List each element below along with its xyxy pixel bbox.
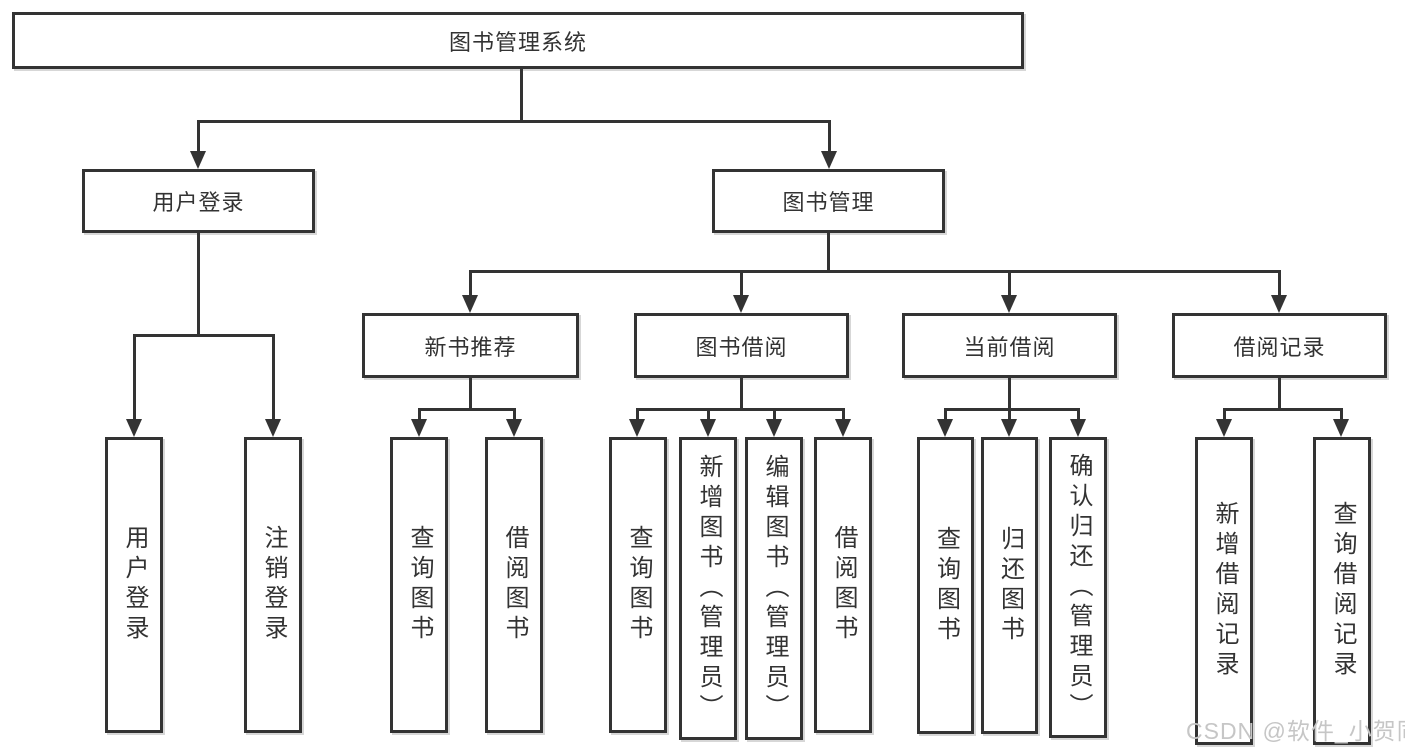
connector-current-borrowing-bar [944, 408, 1080, 411]
leaf-query-books-current: 查询图书 [917, 437, 974, 734]
leaf-add-books-admin: 新增图书（管理员） [679, 437, 737, 740]
leaf-query-borrow-record: 查询借阅记录 [1313, 437, 1371, 745]
connector-leaf [636, 408, 639, 421]
node-borrowing-records: 借阅记录 [1172, 313, 1387, 378]
connector-current-borrowing-stem [1008, 377, 1011, 410]
connector-to-current-borrowing [1008, 270, 1011, 297]
connector-leaf [418, 408, 421, 421]
arrowhead-down [821, 151, 837, 169]
arrowhead-down [506, 419, 522, 437]
connector-leaf [1223, 408, 1226, 421]
connector-leaf [707, 408, 710, 421]
connector-leaf [1077, 408, 1080, 421]
node-current-borrowing: 当前借阅 [902, 313, 1117, 378]
leaf-borrow-books-recommend: 借阅图书 [485, 437, 543, 733]
connector-to-leaf-user-login [133, 334, 136, 420]
connector-book-management-stem [827, 232, 830, 272]
leaf-query-books-recommend: 查询图书 [390, 437, 448, 733]
arrowhead-down [126, 419, 142, 437]
connector-leaf [944, 408, 947, 421]
leaf-edit-books-admin: 编辑图书（管理员） [745, 437, 803, 740]
arrowhead-down [733, 295, 749, 313]
leaf-add-borrow-record: 新增借阅记录 [1195, 437, 1253, 745]
node-user-login: 用户登录 [82, 169, 315, 233]
leaf-return-books: 归还图书 [981, 437, 1038, 734]
arrowhead-down [937, 419, 953, 437]
arrowhead-down [835, 419, 851, 437]
leaf-confirm-return-admin: 确认归还（管理员） [1049, 437, 1107, 738]
connector-to-book-borrowing [740, 270, 743, 297]
connector-leaf [513, 408, 516, 421]
leaf-query-books-borrowing: 查询图书 [609, 437, 667, 733]
connector-leaf [1008, 408, 1011, 421]
connector-to-borrowing-records [1278, 270, 1281, 297]
arrowhead-down [1216, 419, 1232, 437]
arrowhead-down [1333, 419, 1349, 437]
leaf-logout: 注销登录 [244, 437, 302, 733]
arrowhead-down [462, 295, 478, 313]
arrowhead-down [190, 151, 206, 169]
arrowhead-down [700, 419, 716, 437]
node-new-book-recommend: 新书推荐 [362, 313, 579, 378]
arrowhead-down [265, 419, 281, 437]
connector-book-management-bar [470, 270, 1281, 273]
connector-borrowing-records-bar [1223, 408, 1343, 411]
leaf-user-login: 用户登录 [105, 437, 163, 733]
connector-leaf [773, 408, 776, 421]
connector-borrowing-records-stem [1278, 377, 1281, 410]
connector-leaf [842, 408, 845, 421]
leaf-borrow-books-borrowing: 借阅图书 [814, 437, 872, 733]
connector-root-to-book-management [828, 120, 831, 151]
arrowhead-down [629, 419, 645, 437]
arrowhead-down [411, 419, 427, 437]
arrowhead-down [1001, 295, 1017, 313]
connector-root-to-user-login [197, 120, 200, 151]
connector-new-book-recommend-stem [469, 377, 472, 410]
arrowhead-down [766, 419, 782, 437]
arrowhead-down [1001, 419, 1017, 437]
csdn-watermark: CSDN @软件_小贺同学 [1186, 718, 1405, 744]
connector-book-borrowing-stem [740, 377, 743, 410]
arrowhead-down [1070, 419, 1086, 437]
connector-to-leaf-logout [272, 334, 275, 420]
connector-user-login-bar [133, 334, 275, 337]
node-book-borrowing: 图书借阅 [634, 313, 849, 378]
connector-book-borrowing-bar [636, 408, 844, 411]
connector-to-new-book-recommend [469, 270, 472, 297]
connector-leaf [1340, 408, 1343, 421]
arrowhead-down [1271, 295, 1287, 313]
node-root-library-management-system: 图书管理系统 [12, 12, 1024, 69]
connector-new-book-recommend-bar [418, 408, 516, 411]
connector-user-login-stem [197, 232, 200, 336]
connector-root-stem [520, 68, 523, 120]
node-book-management: 图书管理 [712, 169, 945, 233]
connector-root-bar [197, 120, 831, 123]
